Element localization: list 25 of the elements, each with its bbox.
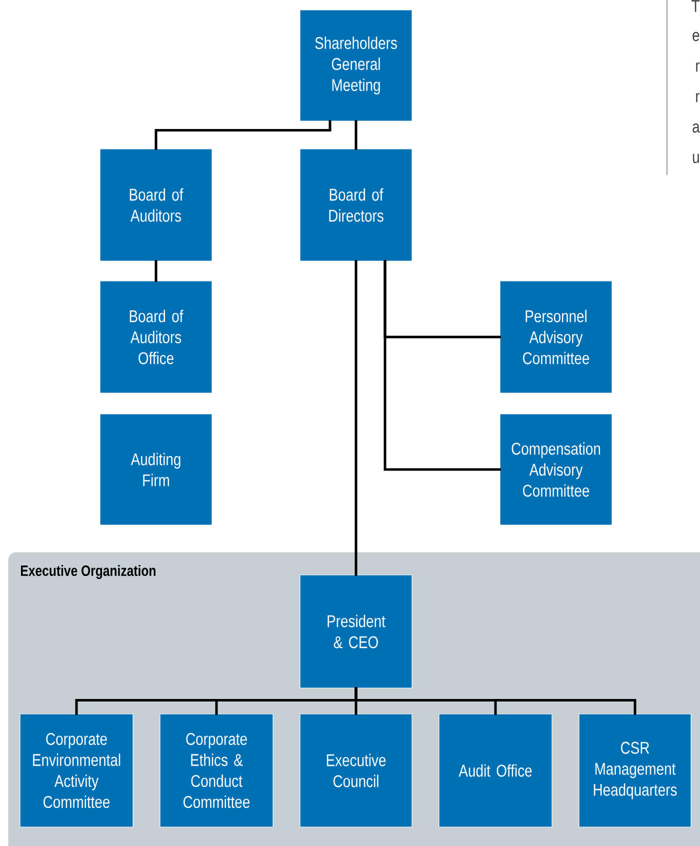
- org-box: Audit Office: [438, 714, 552, 828]
- connector-line: [354, 260, 358, 576]
- cropped-letter: r: [696, 92, 700, 102]
- connector-line: [354, 687, 636, 715]
- org-box: Shareholders General Meeting: [300, 10, 412, 122]
- connector-line: [384, 260, 501, 471]
- org-box: Compensation Advisory Committee: [500, 414, 612, 526]
- org-box: Personnel Advisory Committee: [500, 280, 612, 394]
- org-box: Board of Auditors Office: [100, 280, 212, 394]
- connector-line: [154, 120, 332, 150]
- cropped-letter: e: [692, 32, 700, 42]
- org-box: Executive Council: [300, 714, 412, 828]
- cropped-letter: T: [692, 0, 700, 12]
- org-box: Corporate Ethics & Conduct Committee: [160, 714, 274, 828]
- connector-line: [354, 120, 358, 150]
- cropped-letter: a: [692, 123, 700, 133]
- cropped-letter: u: [692, 154, 699, 164]
- cropped-letter: r: [696, 62, 700, 72]
- org-box: Auditing Firm: [100, 414, 212, 526]
- org-box: Board of Directors: [300, 148, 412, 262]
- org-box: President & CEO: [300, 574, 412, 688]
- connector-line: [154, 260, 158, 282]
- org-box: CSR Management Headquarters: [578, 714, 692, 828]
- org-box: Board of Auditors: [100, 148, 212, 262]
- org-box: Corporate Environmental Activity Committee: [20, 714, 134, 828]
